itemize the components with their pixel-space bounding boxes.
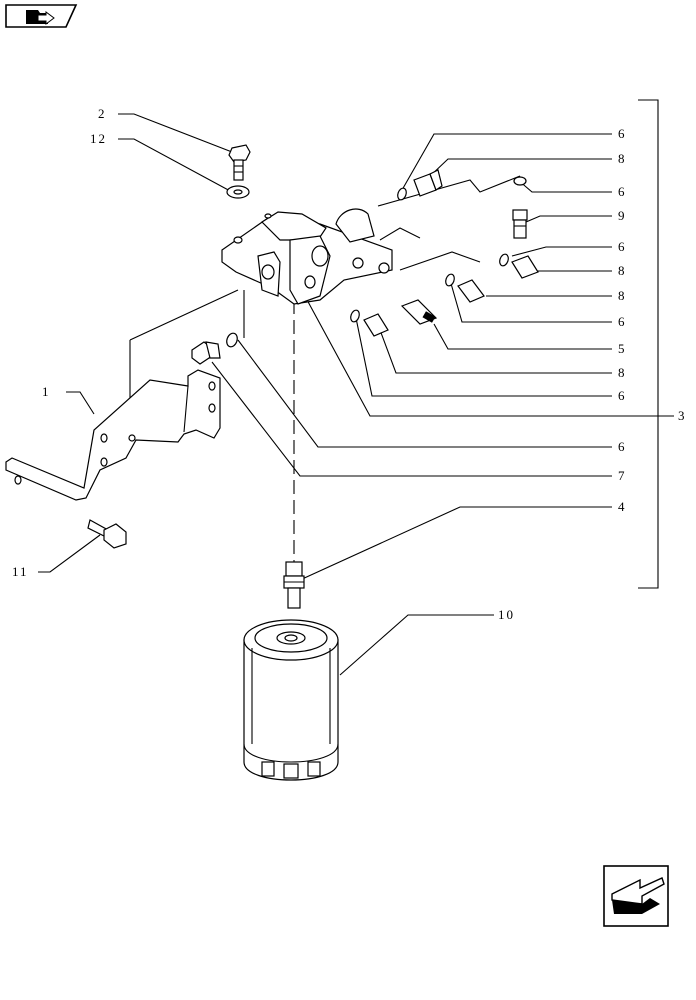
fitting-part-8b	[511, 255, 539, 279]
fitting-part-8d	[363, 313, 389, 337]
callout-6: 6	[618, 388, 627, 403]
bracket-part-1	[5, 369, 221, 501]
callout-6: 6	[618, 439, 627, 454]
callout-6: 6	[618, 239, 627, 254]
callout-6: 6	[618, 314, 627, 329]
adapter-part-4	[283, 561, 305, 609]
callout-3: 3	[678, 408, 687, 423]
o-ring-part-6a	[397, 187, 407, 201]
callout-4: 4	[618, 499, 627, 514]
callout-8: 8	[618, 151, 627, 166]
next-page-arrow-icon	[611, 877, 665, 914]
callout-5: 5	[618, 341, 627, 356]
fitting-part-9	[512, 209, 528, 239]
o-ring-part-6d	[445, 273, 455, 287]
callout-1: 1	[42, 384, 51, 399]
o-ring-part-6b	[513, 176, 527, 186]
callout-10: 10	[498, 607, 515, 622]
callout-8: 8	[618, 365, 627, 380]
callout-labels: 2 12 6 8 6 9 6 8 8 6 5 8 6 3 1 6 7 4 11 …	[12, 106, 687, 622]
folder-arrow-icon	[26, 10, 55, 25]
bolt-part-11	[87, 519, 127, 549]
fitting-part-8a	[413, 169, 443, 197]
callout-6: 6	[618, 184, 627, 199]
sensor-part-5	[400, 299, 438, 325]
callout-11: 11	[12, 564, 29, 579]
filter-part-10	[243, 619, 339, 781]
plug-part-7	[191, 341, 221, 365]
prev-page-button[interactable]	[5, 4, 78, 28]
o-ring-part-6e	[350, 309, 360, 323]
fitting-part-8c	[457, 279, 485, 303]
callout-6: 6	[618, 126, 627, 141]
next-page-button[interactable]	[603, 865, 669, 927]
filter-head-part-3	[221, 208, 393, 305]
o-ring-part-6c	[499, 253, 509, 267]
callout-9: 9	[618, 208, 627, 223]
callout-12: 12	[90, 131, 107, 146]
callout-8: 8	[618, 288, 627, 303]
callout-2: 2	[98, 106, 107, 121]
washer-part-12	[226, 185, 250, 199]
group-bracket	[638, 99, 659, 589]
bolt-part-2	[228, 144, 251, 181]
callout-8: 8	[618, 263, 627, 278]
leader-lines	[38, 113, 674, 676]
callout-7: 7	[618, 468, 627, 483]
o-ring-part-6f	[226, 332, 238, 348]
